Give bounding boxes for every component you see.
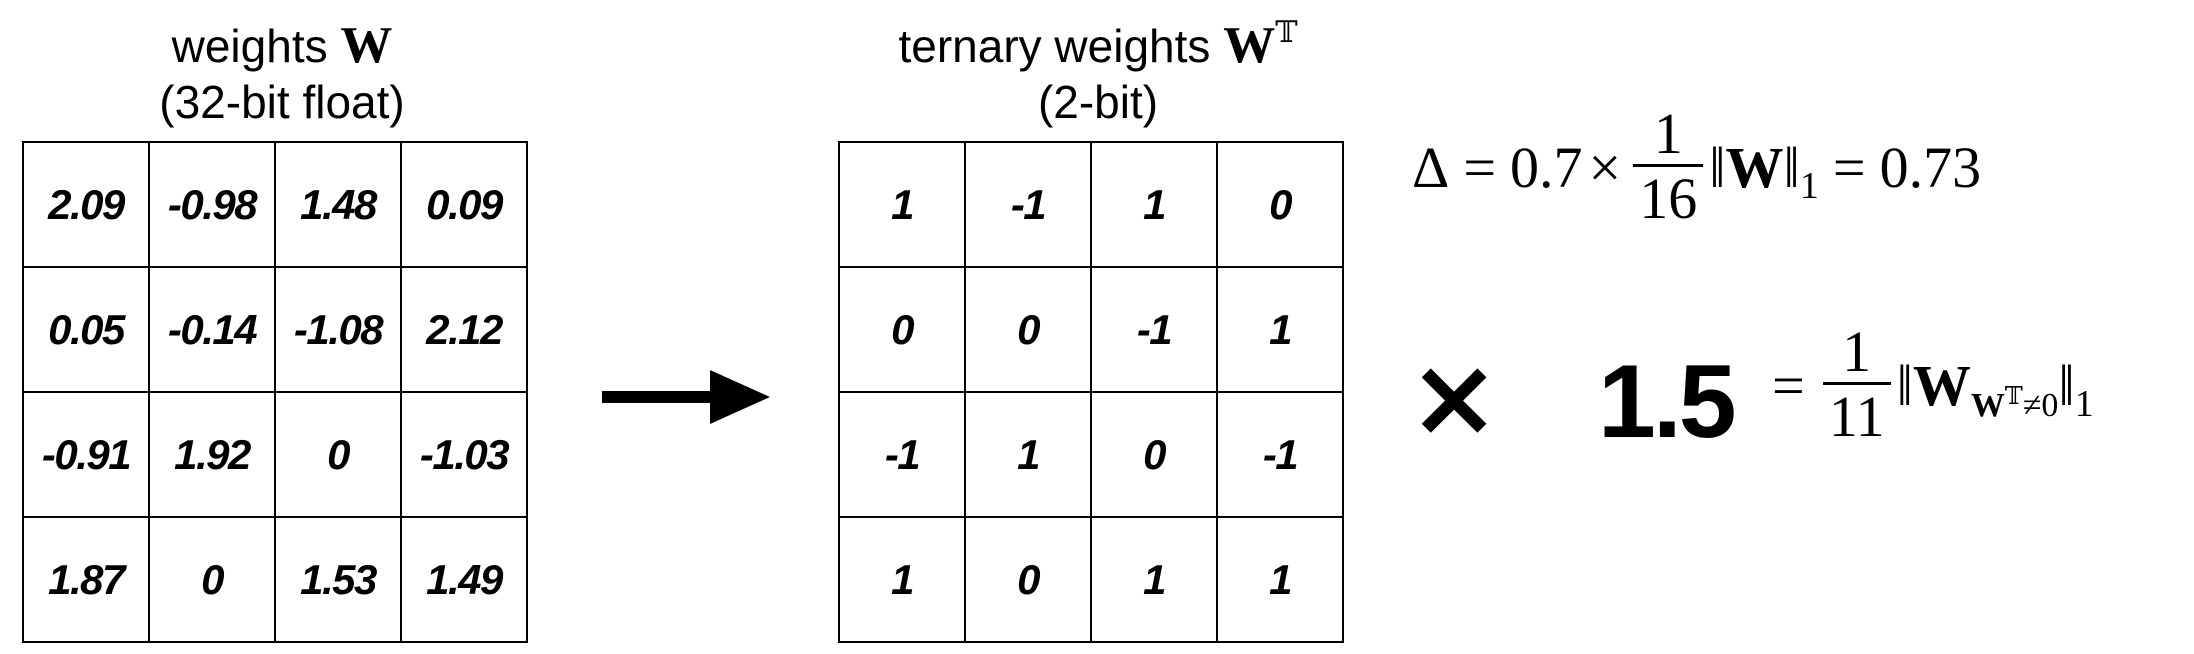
- ternary-subtitle: (2-bit): [1037, 76, 1159, 128]
- ternary-matrix-cell: -1: [1090, 266, 1218, 393]
- weights-matrix-cell: 1.49: [400, 516, 528, 643]
- ternary-matrix-cell: 1: [838, 516, 966, 643]
- scale-fraction-denominator: 11: [1822, 382, 1891, 449]
- norm-symbol: W: [1725, 135, 1784, 200]
- ternary-matrix-cell: 0: [838, 266, 966, 393]
- weights-matrix-cell: -0.98: [148, 141, 276, 268]
- weights-matrix-cell: 1.87: [22, 516, 150, 643]
- weights-matrix-cell: 0: [274, 391, 402, 518]
- fraction-1-11: 1 11: [1822, 319, 1891, 449]
- norm-subscript: 1: [1799, 164, 1819, 207]
- equals-sign: =: [1463, 135, 1497, 200]
- norm-open: ‖: [1709, 135, 1726, 200]
- weights-matrix-cell: -0.14: [148, 266, 276, 393]
- scale-formula: = 1 11 ‖ W W𝕋≠0 ‖ 1: [1772, 322, 2094, 449]
- ternary-matrix-cell: 1: [838, 141, 966, 268]
- delta-symbol: Δ: [1412, 135, 1450, 200]
- ternary-title-superscript: 𝕋: [1275, 15, 1298, 50]
- scale-equals-sign: =: [1772, 353, 1805, 418]
- ternary-matrix-cell: -1: [1216, 391, 1344, 518]
- weights-matrix-cell: 0.09: [400, 141, 528, 268]
- condition-relation: ≠0: [2022, 386, 2059, 424]
- condition-symbol: W: [1970, 386, 2005, 424]
- threshold-formula: Δ = 0.7 × 1 16 ‖ W ‖ 1 = 0.73: [1412, 104, 1981, 231]
- equals-sign-2: =: [1832, 135, 1866, 200]
- ternary-matrix-cell: 1: [1090, 141, 1218, 268]
- ternary-matrix-cell: 1: [1216, 266, 1344, 393]
- condition-superscript: 𝕋: [2004, 381, 2023, 410]
- ternary-matrix-cell: -1: [964, 141, 1092, 268]
- right-arrow-icon: [602, 370, 770, 424]
- norm-close: ‖: [1783, 135, 1800, 200]
- ternary-weights-title: ternary weights W𝕋 (2-bit): [818, 18, 1378, 130]
- weights-title-text: weights: [171, 20, 328, 72]
- weights-matrix-cell: 1.53: [274, 516, 402, 643]
- ternary-matrix-cell: 0: [964, 516, 1092, 643]
- weights-matrix-cell: 2.12: [400, 266, 528, 393]
- coefficient: 0.7: [1510, 135, 1583, 200]
- weights-matrix-cell: -0.91: [22, 391, 150, 518]
- fraction-1-16: 1 16: [1633, 101, 1704, 231]
- ternary-title-symbol: W: [1223, 17, 1276, 74]
- fraction-numerator: 1: [1653, 101, 1683, 166]
- multiply-icon: ×: [1408, 333, 1501, 461]
- scale-norm-open: ‖: [1896, 353, 1913, 418]
- ternary-matrix-cell: 1: [1216, 516, 1344, 643]
- scale-norm-condition: W𝕋≠0: [1970, 382, 2059, 425]
- scale-norm-subscript: 1: [2074, 382, 2094, 425]
- weights-matrix-cell: 1.48: [274, 141, 402, 268]
- weights-subtitle: (32-bit float): [159, 76, 405, 128]
- ternary-title-text: ternary weights: [898, 20, 1211, 72]
- scale-norm-symbol: W: [1912, 353, 1971, 418]
- ternary-matrix-cell: 1: [964, 391, 1092, 518]
- fraction-denominator: 16: [1633, 164, 1704, 231]
- ternary-matrix-cell: 0: [1216, 141, 1344, 268]
- weights-matrix-cell: -1.08: [274, 266, 402, 393]
- scale-factor-value: 1.5: [1598, 344, 1737, 460]
- ternary-matrix-cell: 0: [964, 266, 1092, 393]
- times-sign: ×: [1588, 135, 1622, 200]
- weights-matrix-cell: 1.92: [148, 391, 276, 518]
- weights-matrix-cell: -1.03: [400, 391, 528, 518]
- weights-matrix-cell: 0.05: [22, 266, 150, 393]
- ternary-matrix-cell: 0: [1090, 391, 1218, 518]
- weights-title: weights W (32-bit float): [22, 18, 542, 130]
- scale-fraction-numerator: 1: [1842, 319, 1872, 384]
- weights-matrix-cell: 0: [148, 516, 276, 643]
- scale-norm-close: ‖: [2058, 353, 2075, 418]
- ternary-matrix-cell: 1: [1090, 516, 1218, 643]
- threshold-result: 0.73: [1879, 135, 1982, 200]
- weights-matrix-cell: 2.09: [22, 141, 150, 268]
- weights-title-symbol: W: [340, 17, 393, 74]
- ternary-matrix-cell: -1: [838, 391, 966, 518]
